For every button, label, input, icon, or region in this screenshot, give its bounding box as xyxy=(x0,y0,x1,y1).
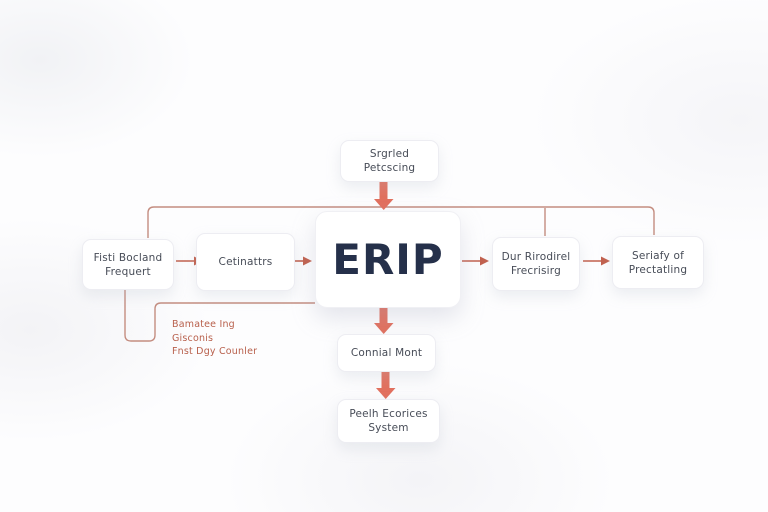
annotation-line2: Gisconis xyxy=(172,332,214,344)
node-mid-left[interactable]: Cetinattrs xyxy=(196,233,295,291)
arrow-top-to-center xyxy=(374,181,394,210)
arrow-bottom1-to-bottom2 xyxy=(376,371,396,399)
node-bottom-second-label-line2: System xyxy=(368,422,409,434)
connector-annotation: Bamatee Ing Gisconis Fnst Dgy Counler xyxy=(172,318,257,359)
annotation-line1: Bamatee Ing xyxy=(172,319,235,330)
node-left[interactable]: Fisti Bocland Frequert xyxy=(82,239,174,290)
node-mid-left-label: Cetinattrs xyxy=(218,256,273,268)
node-right-first-label-line1: Dur Rirodirel xyxy=(501,251,571,263)
arrow-center-to-bottom1 xyxy=(374,306,394,334)
node-top-label-line1: Srgrled xyxy=(369,148,410,160)
feedback-connector xyxy=(124,288,315,342)
arrow-right1-to-right2 xyxy=(583,256,610,266)
node-right-first-label-line2: Frecrisirg xyxy=(510,265,561,277)
node-top[interactable]: Srgrled Petcscing xyxy=(340,140,439,182)
node-bottom-second-label-line1: Peelh Ecorices xyxy=(349,408,428,420)
node-bottom-first-label: Connial Mont xyxy=(350,347,423,359)
node-left-label-line1: Fisti Bocland xyxy=(93,251,163,264)
node-bottom-first[interactable]: Connial Mont xyxy=(337,334,436,372)
node-right-second-label-line1: Seriafy of xyxy=(632,249,684,262)
top-rail-connector xyxy=(147,206,655,238)
node-top-label-line2: Petcscing xyxy=(363,162,416,174)
node-bottom-second[interactable]: Peelh Ecorices System xyxy=(337,399,440,443)
node-right-second-label-line2: Prectatling xyxy=(628,263,688,276)
center-label: ERIP xyxy=(332,234,444,284)
annotation-line3: Fnst Dgy Counler xyxy=(172,346,258,357)
arrow-center-to-right1 xyxy=(462,256,489,266)
node-left-label-line2: Frequert xyxy=(105,265,151,278)
node-right-first[interactable]: Dur Rirodirel Frecrisirg xyxy=(492,237,580,291)
node-center-erip[interactable]: ERIP xyxy=(315,211,461,308)
node-right-second[interactable]: Seriafy of Prectatling xyxy=(612,236,704,289)
